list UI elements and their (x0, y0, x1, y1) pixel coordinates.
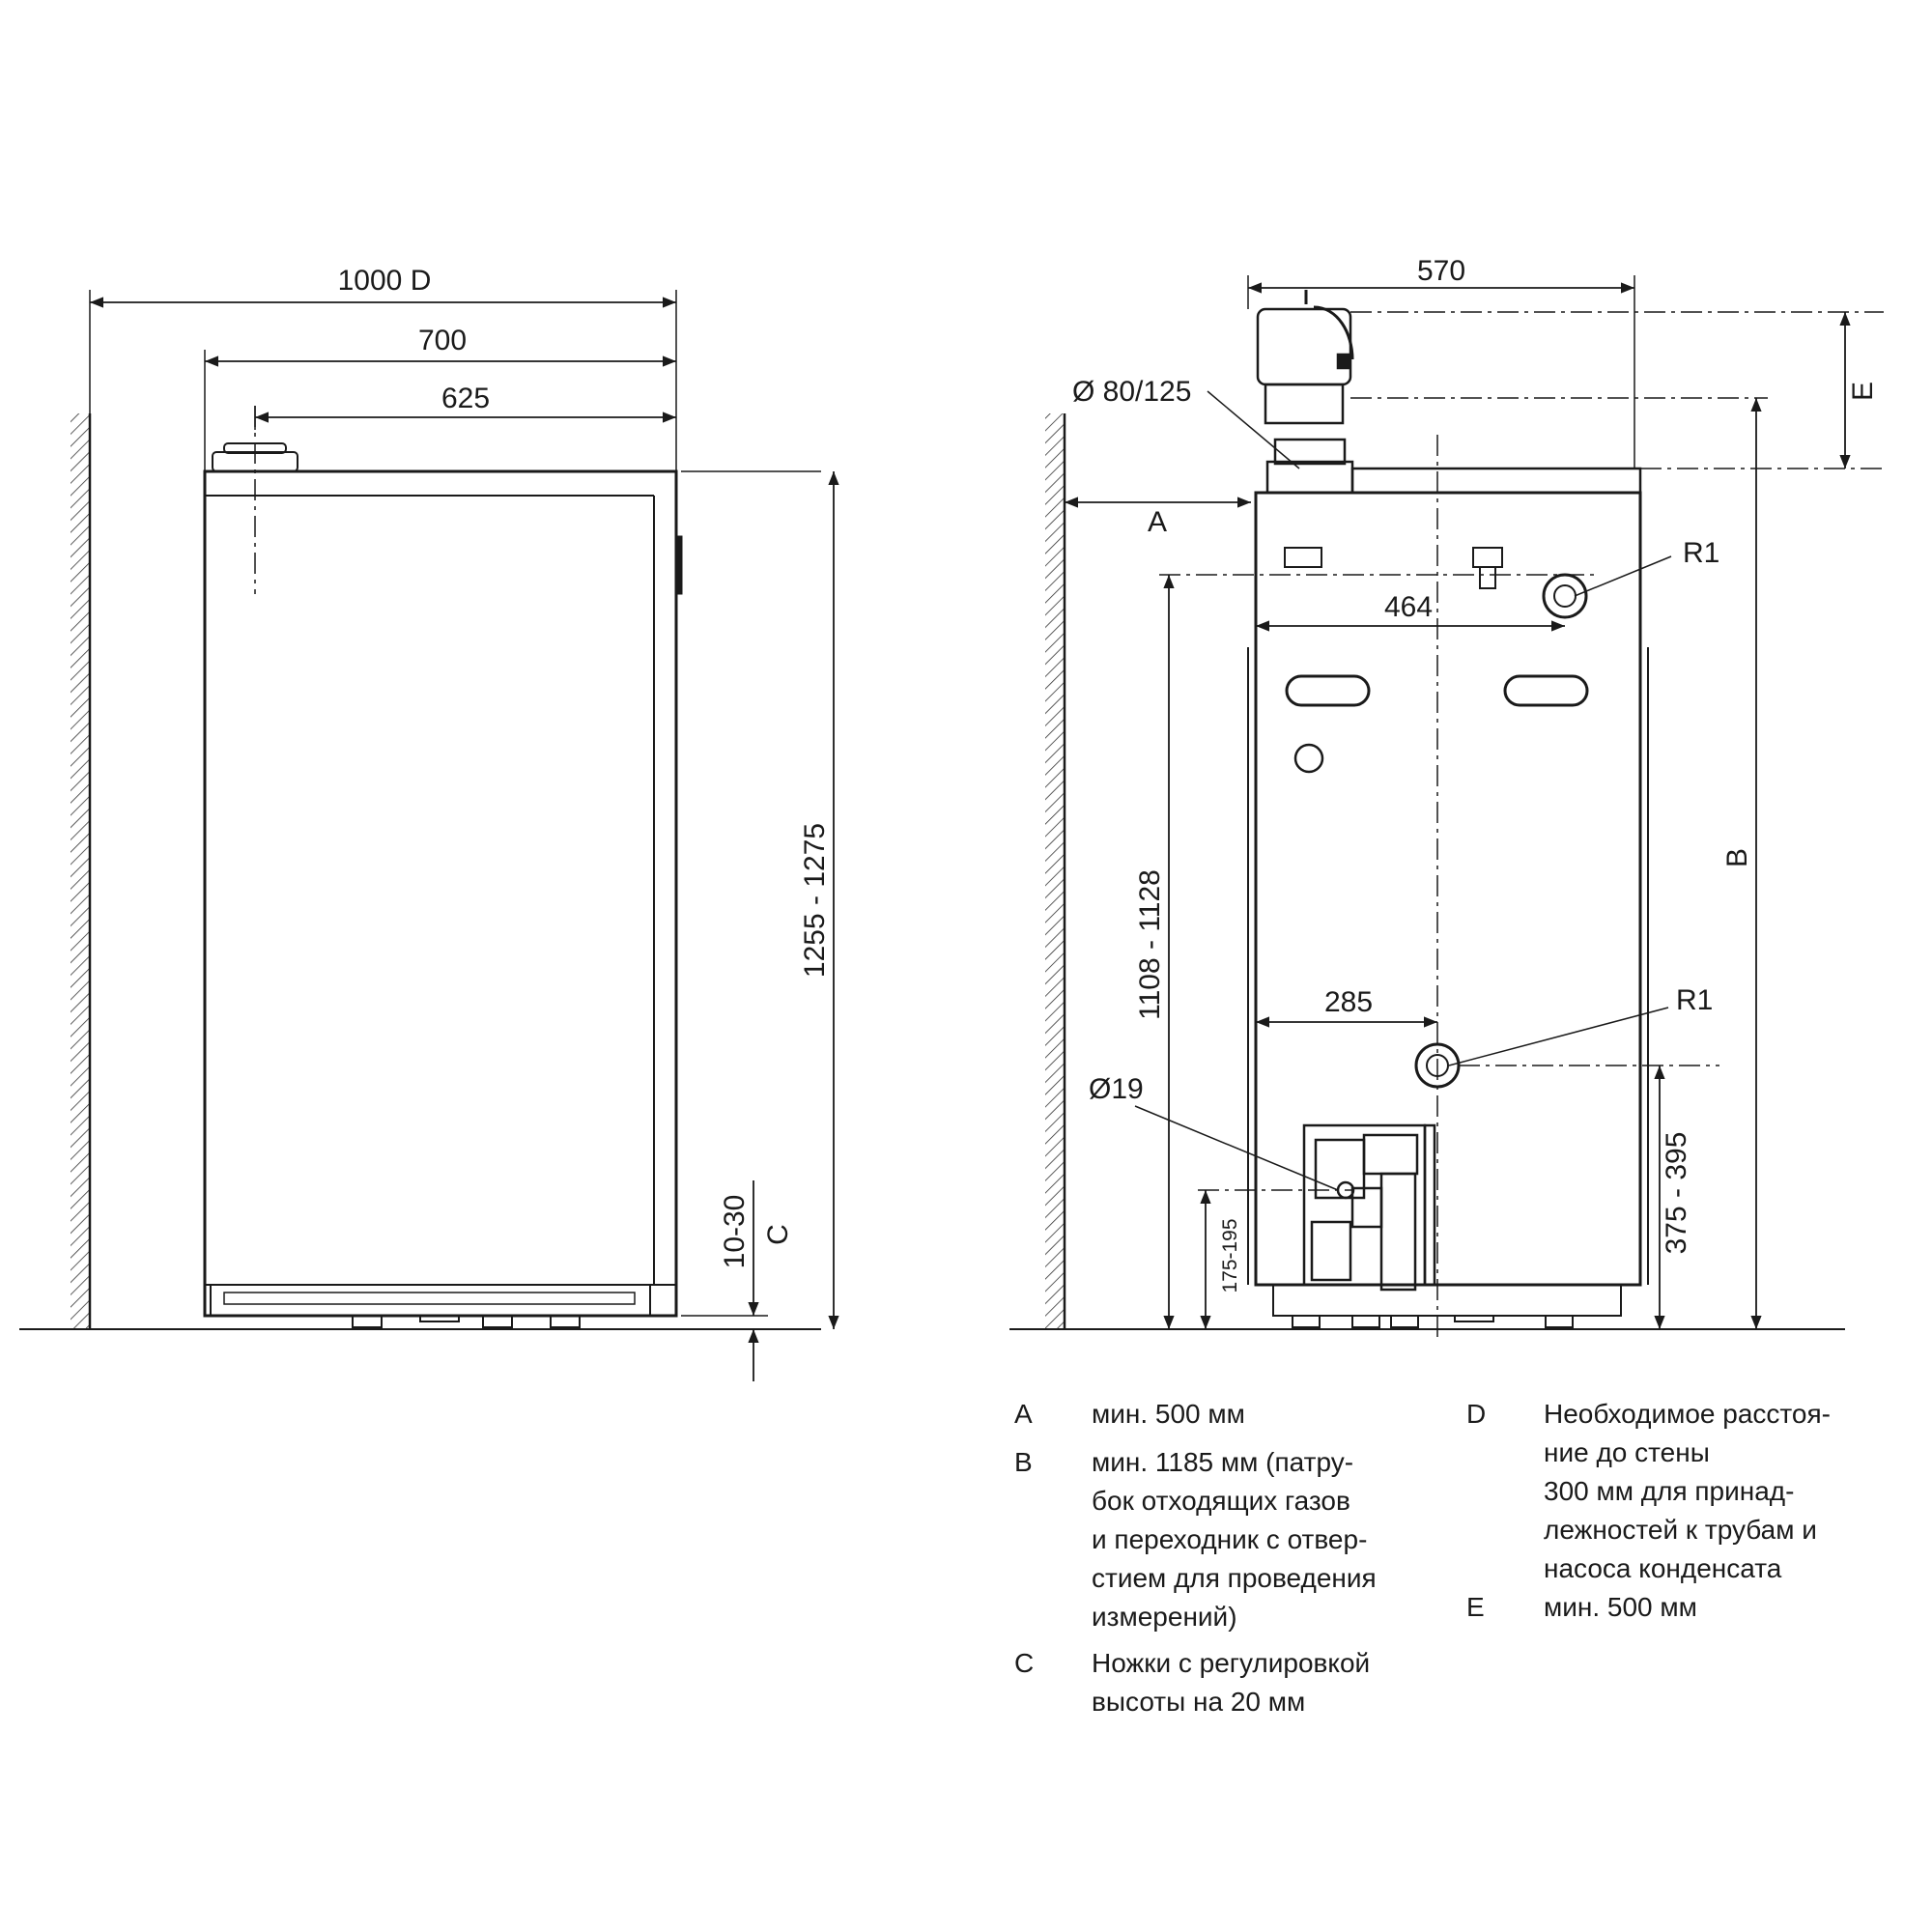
legend-item-d: D Необходимое расстоя- ние до стены 300 … (1466, 1395, 1853, 1588)
left-feet (352, 1315, 581, 1328)
left-boiler-body (203, 469, 678, 1318)
left-wall-hatch (71, 413, 90, 1329)
right-top-cover (1350, 467, 1642, 495)
e-label: E (1847, 382, 1879, 401)
dim-625-label: 625 (441, 383, 490, 414)
right-boiler-body (1254, 491, 1642, 1287)
top-left-bracket (1284, 547, 1322, 568)
leader-r1-bottom (1448, 1007, 1669, 1066)
legend-right: D Необходимое расстоя- ние до стены 300 … (1466, 1395, 1853, 1627)
legend-text: мин. 500 мм (1092, 1399, 1245, 1429)
dim-464-label: 464 (1384, 591, 1433, 623)
dim-700-label: 700 (418, 325, 467, 356)
top-center-fitting-stem (1479, 566, 1496, 589)
dim-height-label: 1255 - 1275 (799, 823, 831, 978)
sight-hole (1293, 743, 1324, 774)
dim-285-label: 285 (1324, 986, 1373, 1018)
legend-key: B (1014, 1447, 1033, 1477)
right-view: 570 Ø 80/125 A R1 464 285 R1 Ø19 E B 110… (1009, 255, 1884, 1343)
dim-feet-label: 10-30 (719, 1195, 751, 1269)
legend-text: Ножки с регулировкой высоты на 20 мм (1092, 1648, 1371, 1717)
left-view: 1000 D 700 625 1255 - 1275 10-30 C (19, 265, 839, 1381)
d19-label: Ø19 (1089, 1073, 1144, 1105)
r1-bottom-label: R1 (1676, 984, 1713, 1016)
legend-key: D (1466, 1399, 1487, 1429)
legend-key: E (1466, 1592, 1485, 1622)
dim-1000-label: 1000 D (338, 265, 432, 297)
left-side-handle (675, 535, 683, 595)
handle-slot-left (1285, 674, 1371, 707)
dim-175-label: 175-195 (1219, 1218, 1241, 1293)
r1-top-label: R1 (1683, 537, 1719, 569)
right-feet (1292, 1315, 1574, 1328)
wall-gap-a-label: A (1148, 506, 1167, 538)
legend-text: мин. 500 мм (1544, 1592, 1697, 1622)
left-base-slot (223, 1292, 636, 1305)
legend-item-c: C Ножки с регулировкой высоты на 20 мм (1014, 1644, 1401, 1721)
handle-slot-right (1503, 674, 1589, 707)
top-center-fitting (1472, 547, 1503, 568)
right-wall-hatch (1045, 413, 1065, 1329)
leader-flue (1207, 390, 1300, 469)
legend-text: Необходимое расстоя- ние до стены 300 мм… (1544, 1399, 1831, 1583)
legend-text: мин. 1185 мм (патру- бок отходящих газов… (1092, 1447, 1377, 1632)
b-label: B (1721, 848, 1753, 867)
legend-item-a: A мин. 500 мм (1014, 1395, 1401, 1434)
flue-assembly (1256, 290, 1354, 495)
r1-top-connection-inner (1553, 584, 1577, 608)
legend-item-e: E мин. 500 мм (1466, 1588, 1853, 1627)
legend-key: A (1014, 1399, 1033, 1429)
condensate-unit (1302, 1123, 1436, 1292)
dim-570-label: 570 (1417, 255, 1465, 287)
right-base (1272, 1284, 1622, 1317)
legend-item-b: B мин. 1185 мм (патру- бок отходящих газ… (1014, 1443, 1401, 1636)
leader-d19 (1134, 1105, 1339, 1191)
dim-1108-label: 1108 - 1128 (1134, 869, 1166, 1020)
feet-callout-c: C (762, 1224, 794, 1245)
legend-key: C (1014, 1648, 1035, 1678)
left-base-plinth (210, 1284, 651, 1317)
r1-top-connection (1542, 573, 1588, 619)
dim-375-label: 375 - 395 (1661, 1132, 1692, 1255)
leader-r1-top (1574, 555, 1672, 597)
flue-diameter-label: Ø 80/125 (1072, 376, 1191, 408)
legend-left: A мин. 500 мм B мин. 1185 мм (патру- бок… (1014, 1395, 1401, 1721)
